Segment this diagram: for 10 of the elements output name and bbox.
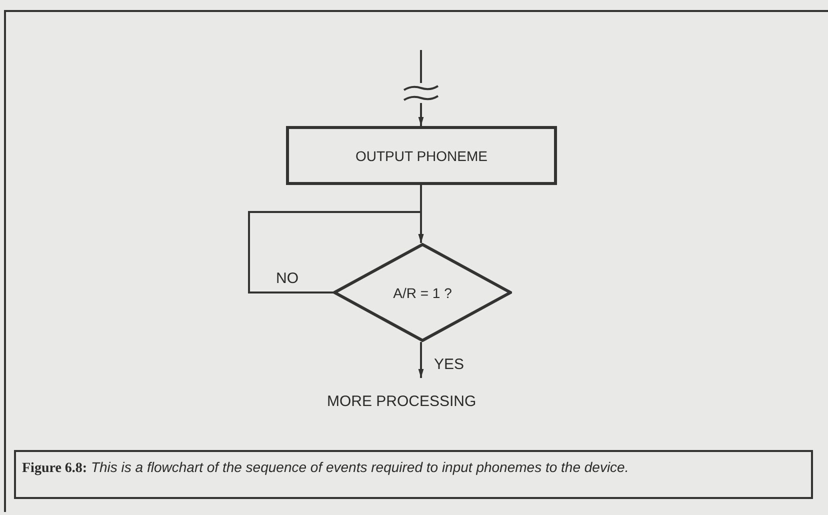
edge-label: YES [434,356,464,373]
process-box [286,126,557,185]
arrow [418,342,424,378]
edge-label: NO [276,270,298,287]
figure-caption: Figure 6.8: This is a flowchart of the sequence of events required to input phonemes to the device. [14,450,813,499]
arrow [248,211,424,294]
decision-text: A/R = 1 ? [392,284,453,302]
node-text: OUTPUT PHONEME [356,148,488,164]
arrow [418,50,424,126]
terminal-text: MORE PROCESSING [327,393,476,410]
